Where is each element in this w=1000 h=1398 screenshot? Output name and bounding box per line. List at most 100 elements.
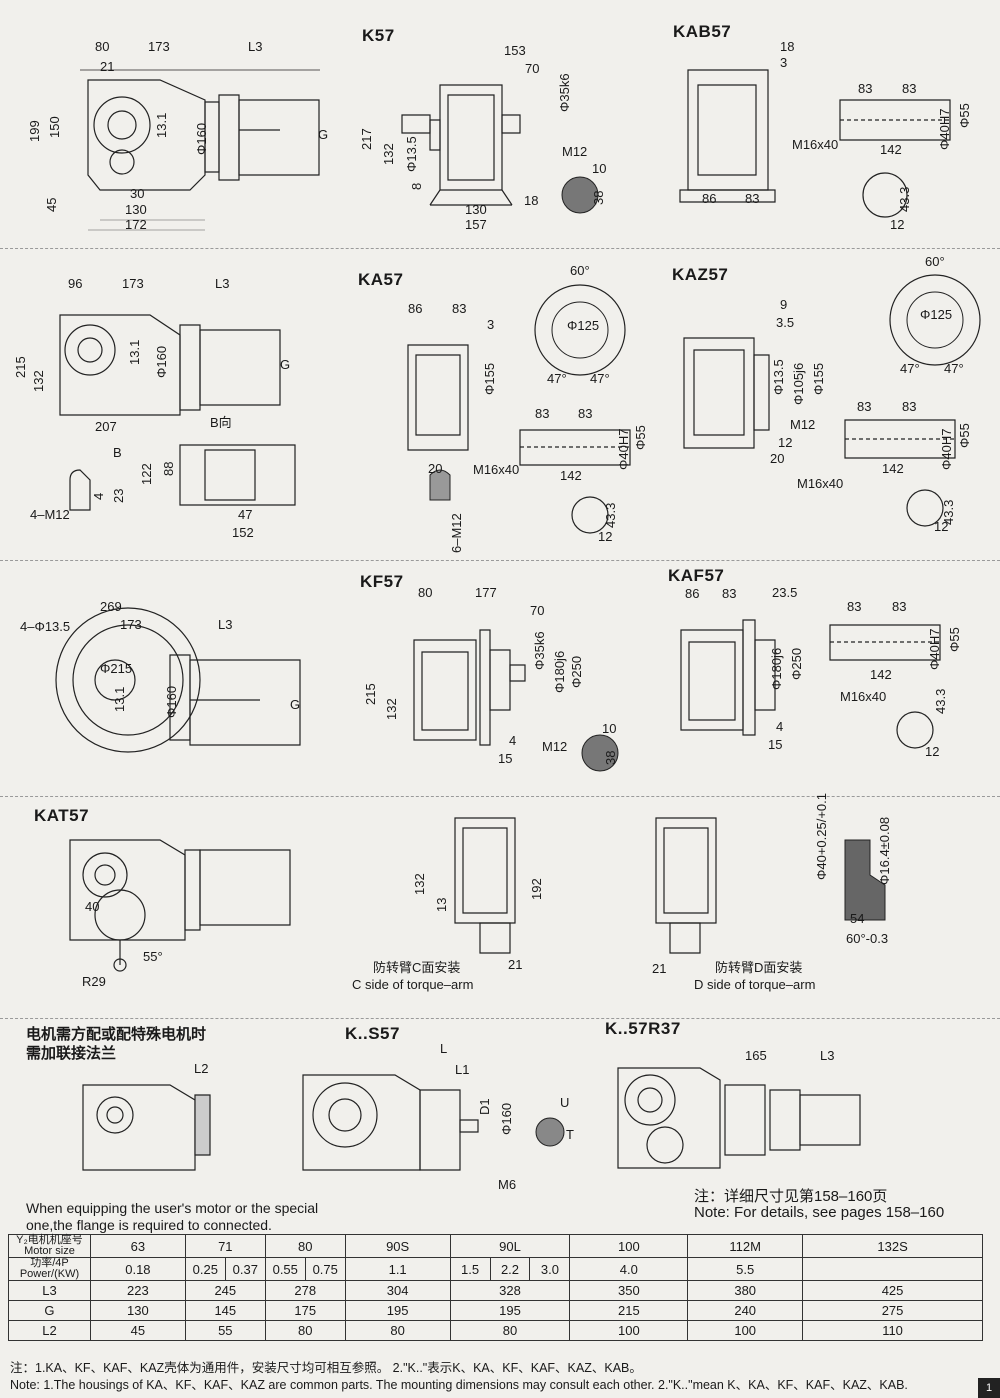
kat57-side-drawing (60, 830, 310, 990)
dim: 60° (925, 254, 945, 269)
dim: 86 (408, 301, 423, 316)
table-cell: 4.0 (569, 1257, 689, 1281)
section-divider (0, 796, 1000, 797)
section-title-kf57: KF57 (360, 572, 404, 591)
dim: 88 (161, 461, 176, 476)
dim: 80 (418, 585, 433, 600)
dim: 13.1 (127, 339, 142, 365)
c-side-caption-en: C side of torque–arm (352, 977, 474, 992)
table-cell: 304 (344, 1280, 451, 1301)
dim: 132 (384, 698, 399, 720)
dim: G (290, 697, 301, 712)
dim: 173 (148, 39, 170, 54)
dim: 21 (100, 59, 115, 74)
dim: 47° (590, 371, 610, 386)
dim: 172 (125, 217, 147, 232)
row-header: L2 (8, 1320, 91, 1341)
dim: 173 (122, 276, 144, 291)
dim: L3 (248, 39, 263, 54)
dim: B (113, 445, 122, 460)
table-cell: 110 (802, 1320, 983, 1341)
dim: 165 (745, 1048, 767, 1063)
dim: 60° (570, 263, 590, 278)
row-header-en: Motor size (24, 1245, 75, 1257)
dim: 157 (465, 217, 487, 232)
table-cell: 63 (89, 1234, 186, 1258)
dim: Φ13.5 (771, 359, 786, 395)
table-cell: 112M (687, 1234, 804, 1258)
table-row: G 130 145 175 195 195 215 240 275 (8, 1300, 983, 1321)
dim: 10 (592, 161, 607, 176)
row-header-cn: 功率/4P (30, 1257, 69, 1269)
dim: 199 (27, 120, 42, 142)
dim: M16x40 (840, 689, 887, 704)
dim: 153 (504, 43, 526, 58)
dim: 130 (465, 202, 487, 217)
dim: Φ105j6 (791, 362, 806, 405)
dim: 15 (768, 737, 783, 752)
section-title-ka57: KA57 (358, 270, 404, 289)
table-cell: 2.2 (489, 1257, 531, 1281)
dim: 30 (130, 186, 145, 201)
dim: Φ155 (482, 362, 497, 395)
dim: 13 (434, 897, 449, 912)
dim: 3 (780, 55, 788, 70)
dim: 12 (598, 529, 613, 544)
section-title-kaz57: KAZ57 (672, 265, 729, 284)
dim: Φ215 (100, 661, 133, 676)
dim: M16x40 (792, 137, 839, 152)
dim: L3 (215, 276, 230, 291)
dim: Φ180j6 (552, 650, 567, 693)
dim: 142 (560, 468, 582, 483)
dim: 150 (47, 116, 62, 138)
table-cell: 425 (802, 1280, 983, 1301)
dim: 4 (776, 719, 784, 734)
dim: 142 (882, 461, 904, 476)
kat57-arm-section (840, 830, 900, 930)
dim: Φ55 (957, 423, 972, 448)
dim: B向 (210, 415, 232, 430)
dim: Φ180j6 (769, 647, 784, 690)
c-side-caption-cn: 防转臂C面安装 (373, 960, 461, 975)
table-cell: 175 (264, 1300, 346, 1321)
dim: M16x40 (473, 462, 520, 477)
dim: 54 (850, 911, 865, 926)
dim: 3.5 (776, 315, 795, 330)
dim: 12 (890, 217, 905, 232)
k57-front-drawing (370, 60, 550, 240)
table-row: L3 223 245 278 304 328 350 380 425 (8, 1280, 983, 1301)
dim: 83 (858, 81, 873, 96)
table-cell: 0.75 (304, 1257, 346, 1281)
row-header-en: Power/(KW) (19, 1268, 80, 1280)
kaf57-drawing (675, 600, 975, 780)
table-cell: 100 (569, 1234, 689, 1258)
dim: Φ35k6 (557, 73, 572, 112)
dim: 83 (857, 399, 872, 414)
dim: M12 (562, 144, 588, 159)
dim: 83 (722, 586, 737, 601)
detail-note-cn: 注：详细尺寸见第158–160页 (694, 1188, 888, 1205)
dim: 152 (232, 525, 254, 540)
kf57-front-drawing (400, 590, 640, 780)
table-cell: 195 (344, 1300, 451, 1321)
dim: 12 (778, 435, 793, 450)
dim: 132 (381, 143, 396, 165)
dim: 18 (524, 193, 539, 208)
dim: Φ250 (789, 647, 804, 680)
dim: 83 (452, 301, 467, 316)
table-cell: 195 (449, 1300, 571, 1321)
table-cell: 1.1 (344, 1257, 451, 1281)
kab57-drawing (680, 40, 980, 240)
dim: 43.3 (933, 688, 948, 714)
table-cell: 80 (264, 1234, 346, 1258)
dim: L3 (218, 617, 233, 632)
dim: 40 (85, 899, 100, 914)
section-title-kab57: KAB57 (673, 22, 732, 41)
table-cell: 0.25 (184, 1257, 226, 1281)
d-side-caption-cn: 防转臂D面安装 (715, 960, 803, 975)
dim: R29 (82, 974, 106, 989)
table-row: L2 45 55 80 80 80 100 100 110 (8, 1320, 983, 1341)
